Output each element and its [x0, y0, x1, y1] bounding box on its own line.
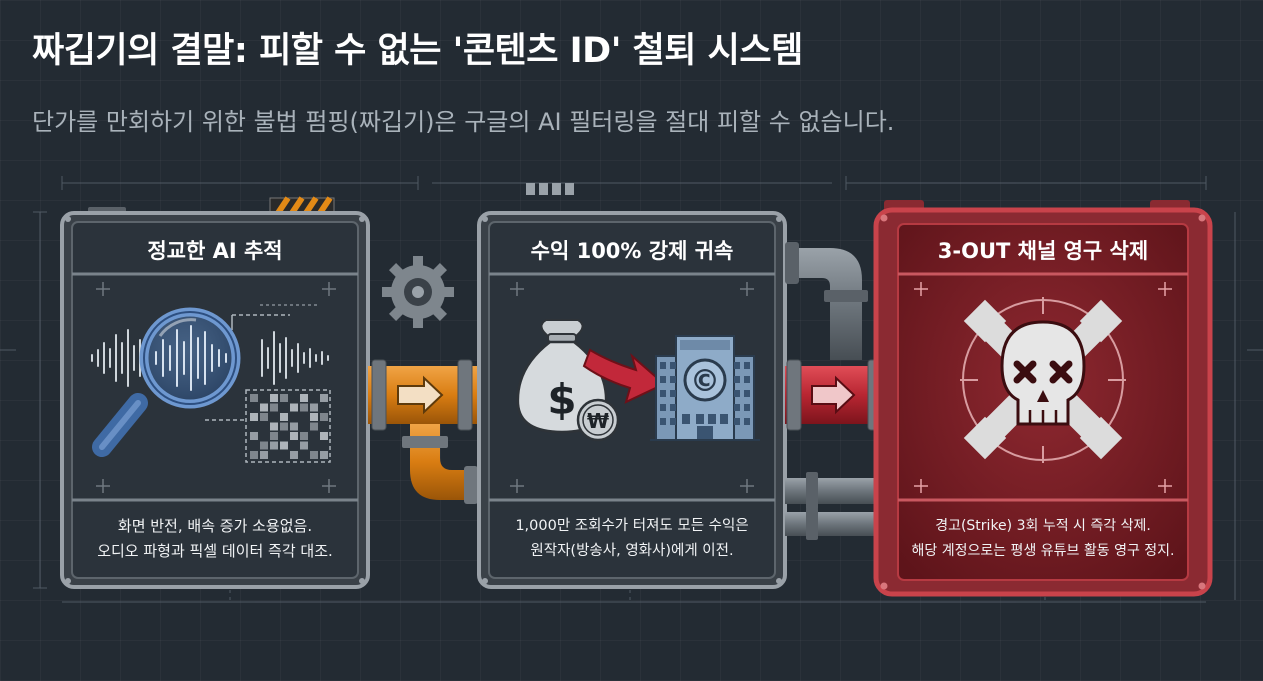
pixel-cell: [260, 441, 268, 450]
crosshair: [960, 297, 1126, 463]
panel-ai-tracking: [60, 196, 370, 589]
pixel-cell: [320, 432, 328, 440]
pixel-cell: [260, 451, 268, 459]
pixel-cell: [290, 432, 298, 440]
panel-desc-ai-tracking: 화면 반전, 배속 증가 소용없음. 오디오 파형과 픽셀 데이터 즉각 대조.: [72, 514, 358, 564]
pixel-cell: [270, 432, 278, 440]
pixel-cell: [300, 432, 308, 440]
panel-revenue-claim: $ ₩: [477, 211, 787, 589]
copyright-icon: [683, 358, 727, 402]
pixel-cell: [270, 441, 278, 450]
pixel-cell: [250, 451, 258, 459]
pixel-cell: [320, 394, 328, 402]
pixel-cell: [250, 432, 258, 440]
pixel-cell: [250, 413, 258, 421]
flow-arrow-icon: [397, 375, 444, 415]
pixel-data-grid: [205, 304, 331, 463]
copyright-building-icon: ©: [650, 335, 760, 441]
page-subtitle: 단가를 만회하기 위한 불법 펌핑(짜깁기)은 구글의 AI 필터링을 절대 피…: [32, 108, 895, 136]
pixel-cell: [310, 413, 318, 421]
pixel-cell: [290, 403, 298, 412]
pixel-cell: [280, 422, 288, 431]
pixel-cell: [260, 403, 268, 412]
pixel-cell: [270, 422, 278, 431]
desc-line: 화면 반전, 배속 증가 소용없음.: [117, 517, 313, 535]
desc-line: 원작자(방송사, 영화사)에게 이전.: [530, 543, 734, 559]
panel-title-channel-deletion: 3-OUT 채널 영구 삭제: [937, 239, 1149, 263]
flow-arrow-icon: [811, 375, 856, 415]
panel-desc-revenue-claim: 1,000만 조회수가 터져도 모든 수익은 원작자(방송사, 영화사)에게 이…: [489, 514, 775, 564]
pixel-cell: [290, 422, 298, 431]
pixel-cell: [250, 394, 258, 402]
pixel-cell: [280, 441, 288, 450]
pixel-cell: [310, 422, 318, 431]
pixel-cell: [280, 394, 288, 402]
orange-pipe: [368, 359, 478, 504]
panel-title-ai-tracking: 정교한 AI 추적: [147, 239, 283, 263]
pixel-cell: [260, 413, 268, 421]
pixel-cell: [280, 413, 288, 421]
pixel-cell: [310, 451, 318, 459]
pixel-cell: [300, 394, 308, 402]
audio-waveform: [91, 329, 329, 387]
desc-line: 해당 계정으로는 평생 유튜브 활동 영구 정지.: [911, 543, 1175, 559]
pixel-cell: [310, 403, 318, 412]
desc-line: 오디오 파형과 픽셀 데이터 즉각 대조.: [97, 542, 333, 560]
dollar-symbol: $: [547, 375, 576, 424]
pixel-cell: [320, 413, 328, 421]
pixel-cell: [290, 451, 298, 459]
page-title: 짜깁기의 결말: 피할 수 없는 '콘텐츠 ID' 철퇴 시스템: [32, 31, 803, 71]
grey-pipes: [785, 242, 885, 540]
desc-line: 1,000만 조회수가 터져도 모든 수익은: [515, 518, 749, 534]
transfer-arrow-icon: [582, 348, 666, 404]
won-coin: [576, 398, 620, 442]
panel-title-revenue-claim: 수익 100% 강제 귀속: [530, 239, 734, 263]
magnifier-icon: [92, 307, 241, 457]
pixel-cell: [320, 451, 328, 459]
top-marker: [526, 183, 574, 195]
pixel-cell: [300, 441, 308, 450]
pixel-cell: [270, 403, 278, 412]
gear-icon: [382, 256, 454, 328]
won-symbol: ₩: [587, 409, 609, 433]
desc-line: 경고(Strike) 3회 누적 시 즉각 삭제.: [935, 518, 1151, 534]
panel-desc-channel-deletion: 경고(Strike) 3회 누적 시 즉각 삭제. 해당 계정으로는 평생 유튜…: [898, 514, 1188, 564]
panel-channel-deletion: [873, 200, 1213, 597]
pixel-cell: [270, 394, 278, 402]
copyright-symbol: ©: [690, 364, 720, 399]
pixel-cell: [300, 403, 308, 412]
red-pipe: [785, 359, 885, 431]
blueprint-guides: [0, 176, 1263, 603]
